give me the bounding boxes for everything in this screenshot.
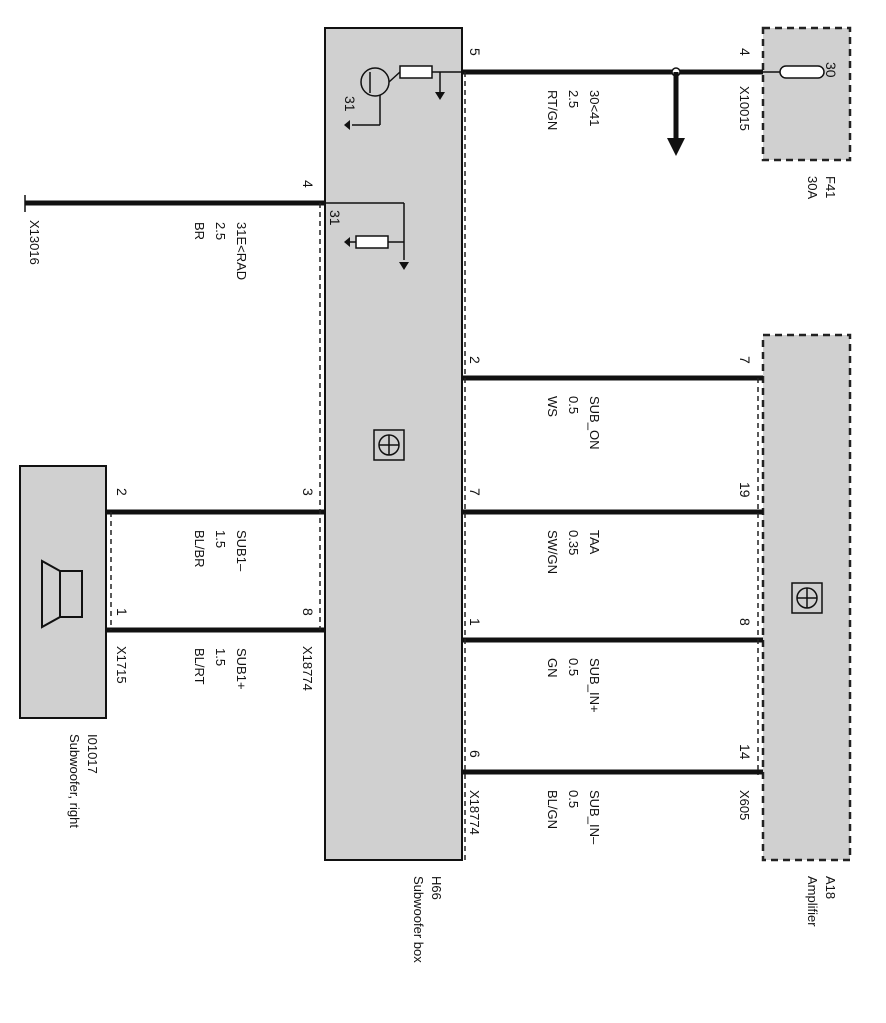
pin-taa-left: 7 bbox=[467, 488, 483, 496]
wire-taa-color: SW/GN bbox=[545, 530, 560, 574]
wire-power-color: RT/GN bbox=[545, 90, 560, 130]
connector-speaker: X1715 bbox=[114, 646, 129, 684]
fuse-rating: 30A bbox=[805, 176, 820, 199]
speaker-icon bbox=[41, 559, 83, 629]
connector-box-top: X18774 bbox=[300, 646, 315, 691]
pin-sub1-p-left: 1 bbox=[114, 608, 130, 616]
wire-sub-in-p-color: GN bbox=[545, 658, 560, 678]
box-name: Subwoofer box bbox=[411, 876, 426, 963]
fuse-code: F41 bbox=[823, 176, 838, 198]
pin-sub-in-n-left: 6 bbox=[467, 750, 483, 758]
branch-arrow bbox=[667, 138, 685, 156]
pin-sub-in-n-right: 14 bbox=[737, 744, 753, 760]
wire-sub-on-gauge: 0.5 bbox=[566, 396, 581, 414]
pin-sub-in-p-left: 1 bbox=[467, 618, 483, 626]
wire-sub1-p-signal: SUB1+ bbox=[234, 648, 249, 690]
wire-sub1-n-gauge: 1.5 bbox=[213, 530, 228, 548]
wire-sub-in-n-color: BL/GN bbox=[545, 790, 560, 829]
internal-ground-top: 31 bbox=[342, 96, 358, 112]
wire-ground-color: BR bbox=[192, 222, 207, 240]
box-code: H66 bbox=[429, 876, 444, 900]
pin-sub-on-left: 2 bbox=[467, 356, 483, 364]
pin-sub1-p-right: 8 bbox=[300, 608, 316, 616]
wire-power-signal: 30<41 bbox=[587, 90, 602, 127]
wire-taa-gauge: 0.35 bbox=[566, 530, 581, 555]
pin-taa-right: 19 bbox=[737, 482, 753, 498]
transistor-icon bbox=[344, 65, 462, 130]
pin-sub1-n-right: 3 bbox=[300, 488, 316, 496]
connector-box-bottom: X18774 bbox=[467, 790, 482, 835]
wire-sub1-n-color: BL/BR bbox=[192, 530, 207, 568]
pin-sub-in-p-right: 8 bbox=[737, 618, 753, 626]
wire-power-gauge: 2.5 bbox=[566, 90, 581, 108]
wire-sub-in-p-signal: SUB_IN+ bbox=[587, 658, 602, 713]
wire-sub-in-n-gauge: 0.5 bbox=[566, 790, 581, 808]
speaker-name: Subwoofer, right bbox=[67, 734, 82, 828]
amplifier-code: A18 bbox=[823, 876, 838, 899]
wire-ground-gauge: 2.5 bbox=[213, 222, 228, 240]
module-logo-icon bbox=[373, 429, 405, 461]
connector-ground: X13016 bbox=[27, 220, 42, 265]
resistor-icon bbox=[325, 202, 409, 270]
wire-sub1-p-color: BL/RT bbox=[192, 648, 207, 685]
fuse-icon bbox=[763, 65, 825, 79]
speaker-box bbox=[19, 465, 107, 719]
fuse-box bbox=[761, 26, 852, 162]
connector-fuse: X10015 bbox=[737, 86, 752, 131]
wire-ground-signal: 31E<RAD bbox=[234, 222, 249, 280]
wire-sub-in-n-signal: SUB_IN– bbox=[587, 790, 602, 845]
connector-amplifier: X605 bbox=[737, 790, 752, 820]
wire-taa-signal: TAA bbox=[587, 530, 602, 555]
internal-ground-mid: 31 bbox=[327, 210, 343, 226]
speaker-code: I01017 bbox=[85, 734, 100, 774]
wire-sub-in-p-gauge: 0.5 bbox=[566, 658, 581, 676]
wire-sub-on-signal: SUB_ON bbox=[587, 396, 602, 449]
pin-power-left: 5 bbox=[467, 48, 483, 56]
wire-sub-on-color: WS bbox=[545, 396, 560, 417]
subwoofer-box bbox=[324, 27, 463, 861]
amplifier-logo-icon bbox=[791, 582, 823, 614]
pin-sub1-n-left: 2 bbox=[114, 488, 130, 496]
amplifier-name: Amplifier bbox=[805, 876, 820, 927]
fuse-pin-out: 30 bbox=[823, 62, 839, 78]
wire-sub1-n-signal: SUB1– bbox=[234, 530, 249, 572]
pin-power-right: 4 bbox=[737, 48, 753, 56]
pin-ground-right: 4 bbox=[300, 180, 316, 188]
pin-sub-on-right: 7 bbox=[737, 356, 753, 364]
wire-sub1-p-gauge: 1.5 bbox=[213, 648, 228, 666]
